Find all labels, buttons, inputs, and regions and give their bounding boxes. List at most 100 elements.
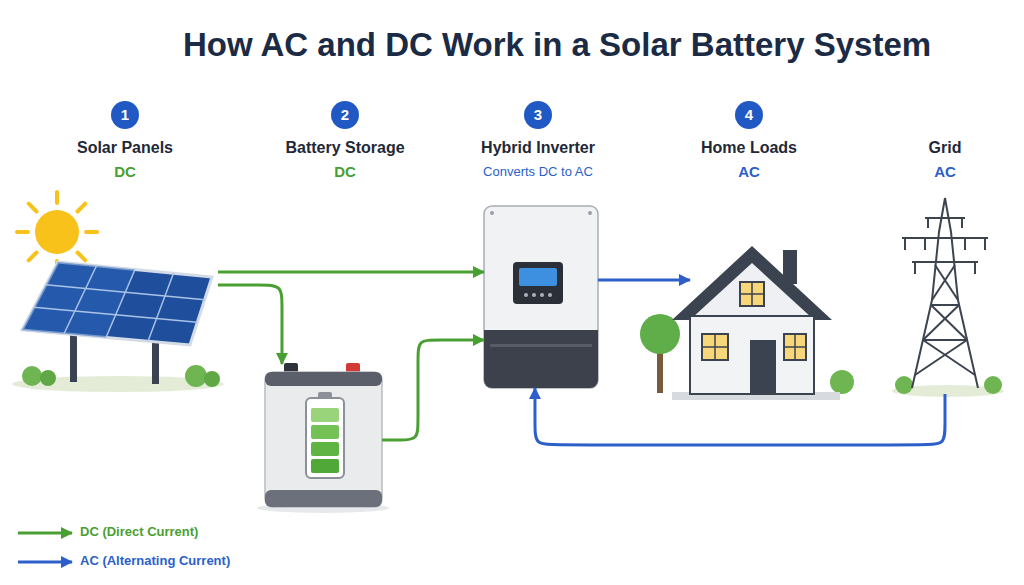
grid-tower-icon [924,238,926,250]
callout-number: 4 [729,106,769,124]
dc-flow-arrow [218,271,484,274]
inverter-icon [513,262,563,304]
legend-text: AC (Alternating Current) [80,553,230,569]
legend-swatch [14,551,76,573]
house-icon [784,334,806,360]
grid-tower-icon [932,265,955,300]
solar-panel-icon [40,370,56,386]
grid-tower-icon [935,265,958,300]
battery-icon [265,372,382,507]
dc-flow-arrow [218,285,282,364]
sun-icon [29,204,37,212]
grid-tower-icon [904,238,906,250]
home-node: Home LoadsAC [690,240,850,395]
step-number-circle [111,101,763,129]
solar-panel-icon [22,262,212,345]
component-heading: Grid [815,138,1024,157]
solar-panel-icon [70,330,77,382]
solar-panel-icon [152,338,159,384]
battery-icon [265,490,382,507]
inverter-icon [532,293,536,297]
solar-panel-icon [46,285,205,300]
component-heading: Solar Panels [0,138,255,157]
grid-tower-icon [912,261,978,263]
current-type-label: AC [619,163,879,181]
battery-icon [265,372,382,386]
legend-row: DC (Direct Current) [14,522,334,544]
ac-flow-arrow [598,278,690,281]
house-icon [690,316,814,394]
battery-icon [311,459,339,473]
solar-panel-icon [148,273,174,341]
diagram-title: How AC and DC Work in a Solar Battery Sy… [90,25,1024,65]
component-heading: Hybrid Inverter [408,138,668,157]
house-icon [702,346,728,348]
solar-panel-node: Solar PanelsDC [18,258,218,348]
ac-flow-arrow [535,388,945,445]
inverter-icon [484,206,598,388]
house-icon [740,282,764,306]
sun-icon [17,192,97,272]
inverter-node: Hybrid InverterConverts DC to AC [484,206,598,388]
house-icon [640,246,854,400]
grid-tower-icon [915,340,967,375]
grid-tower-icon [892,198,1004,397]
callout-number: 2 [325,106,365,124]
inverter-icon [484,206,598,388]
house-icon [672,246,832,320]
inverter-icon [484,330,598,344]
solar-panel-icon [106,270,135,338]
grid-tower-icon [961,218,963,228]
grid-tower-icon [945,198,978,388]
inverter-icon [524,293,528,297]
grid-tower-icon [931,305,967,340]
legend-arrow [18,561,72,564]
inverter-icon [484,330,598,388]
grid-tower-icon [984,238,986,250]
grid-tower-icon [923,340,975,375]
grid-tower-icon [923,339,967,341]
component-heading: Home Loads [619,138,879,157]
solar-panel-icon [22,366,42,386]
inverter-icon [519,268,557,286]
sun-icon [55,192,59,203]
grid-tower-icon [927,218,929,228]
grid-tower-icon [914,262,916,274]
sun-icon [78,253,86,261]
house-icon [784,346,806,348]
grid-tower-icon [923,305,959,340]
inverter-icon [540,293,544,297]
solar-panel-icon [34,266,205,342]
battery-icon [306,398,344,478]
inverter-icon [490,344,592,347]
battery-icon [311,442,339,456]
house-icon [750,340,776,394]
solar-panel-icon [12,262,224,392]
solar-panel-icon [204,371,220,387]
legend-row: AC (Alternating Current) [14,551,334,573]
house-icon [692,263,812,318]
inverter-icon [490,211,494,215]
current-type-label: Converts DC to AC [408,164,668,180]
grid-tower-icon [974,262,976,274]
solar-panel-icon [185,365,207,387]
legend-text: DC (Direct Current) [80,524,198,540]
solar-panel-icon [22,262,135,338]
legend-arrow [18,532,72,535]
grid-tower-icon [902,237,988,239]
solar-panel-icon [64,266,97,334]
battery-icon [311,425,339,439]
grid-tower-icon [931,304,959,306]
current-type-label: AC [815,163,1024,181]
house-icon [740,293,764,295]
legend-swatch [14,522,76,544]
sun-icon [86,230,97,234]
current-type-label: DC [0,163,255,181]
sun-icon [17,230,28,234]
grid-tower-icon [912,198,945,388]
inverter-icon [548,293,552,297]
